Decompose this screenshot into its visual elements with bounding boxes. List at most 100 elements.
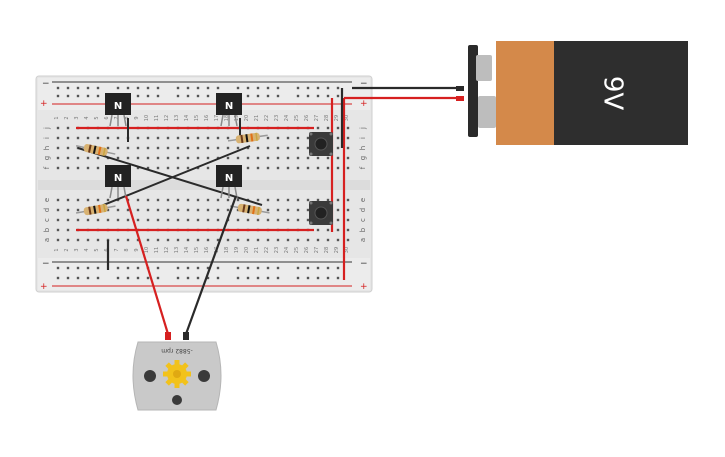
terminal-hole (346, 198, 350, 202)
rail-hole (266, 276, 270, 280)
rail-hole (66, 276, 70, 280)
rail-hole (186, 86, 190, 90)
column-number: 4 (84, 248, 90, 251)
column-number: 17 (214, 115, 220, 121)
terminal-hole (226, 146, 230, 150)
terminal-hole (256, 218, 260, 222)
dc-motor[interactable]: -5882 rpm (132, 341, 222, 411)
npn-transistor[interactable]: N (216, 93, 242, 127)
terminal-hole (316, 228, 320, 232)
terminal-hole (296, 156, 300, 160)
terminal-hole (296, 208, 300, 212)
terminal-hole (296, 166, 300, 170)
terminal-hole (346, 228, 350, 232)
column-number: 21 (254, 247, 260, 253)
npn-transistor[interactable]: N (105, 93, 131, 127)
terminal-hole (206, 136, 210, 140)
terminal-hole (266, 198, 270, 202)
terminal-hole (256, 198, 260, 202)
terminal-hole (146, 146, 150, 150)
rail-hole (276, 86, 280, 90)
rail-minus-label-top-left: − (42, 79, 50, 89)
terminal-hole (346, 208, 350, 212)
rail-hole (66, 86, 70, 90)
terminal-hole (226, 136, 230, 140)
rail-hole (276, 94, 280, 98)
terminal-hole (136, 166, 140, 170)
terminal-hole (56, 136, 60, 140)
column-number: 22 (264, 115, 270, 121)
terminal-hole (166, 136, 170, 140)
terminal-hole (336, 136, 340, 140)
terminal-hole (66, 218, 70, 222)
terminal-hole (296, 218, 300, 222)
rail-hole (336, 276, 340, 280)
terminal-hole (146, 156, 150, 160)
terminal-hole (176, 146, 180, 150)
rail-hole (176, 94, 180, 98)
terminal-hole (286, 238, 290, 242)
resistor[interactable] (75, 142, 116, 158)
rail-hole (176, 276, 180, 280)
terminal-hole (156, 136, 160, 140)
column-number: 20 (244, 247, 250, 253)
column-number: 26 (304, 247, 310, 253)
column-number: 9 (134, 116, 140, 119)
terminal-hole (66, 166, 70, 170)
terminal-hole (206, 166, 210, 170)
rail-hole (256, 86, 260, 90)
rail-hole (176, 86, 180, 90)
pushbutton[interactable] (309, 201, 333, 225)
rail-hole (146, 94, 150, 98)
row-letter: c (43, 218, 51, 222)
terminal-hole (136, 218, 140, 222)
row-letter: e (43, 198, 51, 202)
terminal-hole (176, 198, 180, 202)
terminal-hole (256, 238, 260, 242)
column-number: 12 (164, 115, 170, 121)
terminal-hole (86, 198, 90, 202)
rail-hole (186, 94, 190, 98)
terminal-hole (126, 156, 130, 160)
motor-terminal-negative (183, 332, 189, 340)
npn-transistor[interactable]: N (216, 165, 242, 199)
resistor[interactable] (75, 202, 116, 217)
rail-hole (306, 276, 310, 280)
rail-hole (256, 276, 260, 280)
terminal-hole (216, 146, 220, 150)
pushbutton[interactable] (309, 132, 333, 156)
column-number: 18 (224, 247, 230, 253)
terminal-hole (196, 136, 200, 140)
terminal-hole (266, 238, 270, 242)
terminal-hole (286, 146, 290, 150)
resistor[interactable] (227, 131, 269, 144)
row-letter: a (43, 238, 51, 242)
terminal-hole (86, 166, 90, 170)
terminal-hole (116, 136, 120, 140)
rail-plus-label-top-left: + (40, 99, 48, 109)
battery-clip-positive (456, 96, 464, 101)
terminal-hole (156, 208, 160, 212)
motor-lead-wires (124, 195, 238, 340)
rail-hole (136, 266, 140, 270)
terminal-hole (56, 208, 60, 212)
terminal-hole (296, 136, 300, 140)
row-letter: g (359, 156, 367, 160)
rail-hole (246, 86, 250, 90)
battery-9v[interactable]: 9V (468, 41, 688, 145)
terminal-hole (236, 146, 240, 150)
terminal-hole (326, 166, 330, 170)
terminal-hole (136, 136, 140, 140)
terminal-hole (56, 146, 60, 150)
rail-hole (126, 276, 130, 280)
terminal-hole (96, 166, 100, 170)
terminal-hole (276, 166, 280, 170)
transistor-label: N (114, 101, 122, 112)
terminal-hole (196, 146, 200, 150)
terminal-hole (336, 126, 340, 130)
terminal-hole (326, 156, 330, 160)
resistor[interactable] (229, 202, 270, 217)
terminal-hole (206, 238, 210, 242)
terminal-hole (126, 146, 130, 150)
